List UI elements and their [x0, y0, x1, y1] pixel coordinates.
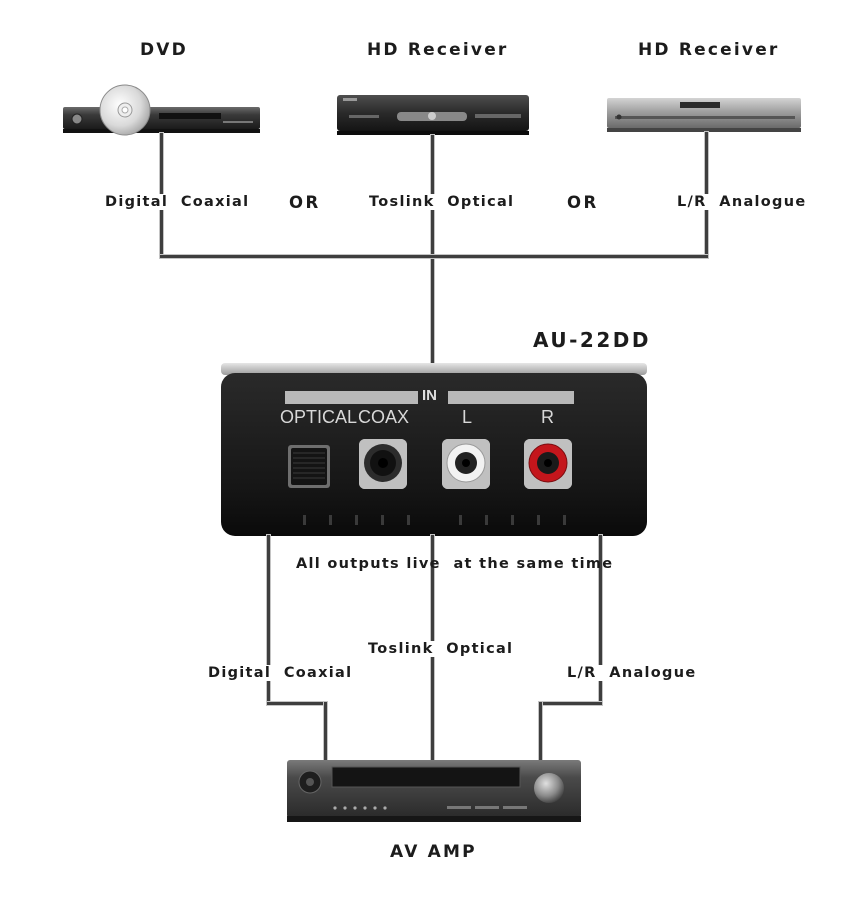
hd-receiver-title-2: HD Receiver — [638, 40, 780, 60]
port-label-right: R — [541, 407, 554, 427]
or-label-2: OR — [567, 193, 599, 212]
line-out-analogue-jog — [538, 701, 603, 706]
output-label-coax: Digital Coaxial — [206, 665, 355, 681]
input-label-coax: Digital Coaxial — [103, 194, 252, 210]
panel-stripe-right — [448, 391, 574, 404]
au-22dd-device: IN OPTICAL COAX L R — [221, 363, 647, 536]
output-label-optical: Toslink Optical — [366, 641, 516, 657]
hd-receiver-title-1: HD Receiver — [367, 40, 509, 60]
rca-right-port — [524, 439, 572, 489]
av-amp — [287, 760, 581, 822]
line-out-coax-jog — [266, 701, 328, 706]
line-hd1-down — [430, 134, 435, 367]
hd-receiver-1 — [337, 95, 529, 135]
dvd-player — [63, 105, 260, 133]
outputs-live-note: All outputs live at the same time — [296, 556, 614, 572]
input-label-analogue: L/R Analogue — [675, 194, 809, 210]
panel-stripe-left — [285, 391, 418, 404]
rca-left-port — [442, 439, 490, 489]
port-label-left: L — [462, 407, 473, 427]
line-out-analogue-to-amp — [538, 701, 543, 764]
optical-port — [288, 445, 330, 488]
port-label-optical: OPTICAL — [280, 407, 358, 427]
coax-port — [359, 439, 407, 489]
or-label-1: OR — [289, 193, 321, 212]
device-model-title: AU-22DD — [533, 328, 651, 352]
output-label-analogue: L/R Analogue — [565, 665, 699, 681]
line-input-bus — [159, 254, 709, 259]
panel-in-label: IN — [422, 387, 437, 404]
line-out-coax-to-amp — [323, 701, 328, 764]
hd-receiver-2 — [607, 98, 801, 132]
port-label-coax: COAX — [358, 407, 410, 427]
input-label-optical: Toslink Optical — [367, 194, 517, 210]
av-amp-title: AV AMP — [390, 842, 477, 862]
dvd-title: DVD — [140, 40, 188, 60]
disc-icon — [99, 84, 151, 136]
